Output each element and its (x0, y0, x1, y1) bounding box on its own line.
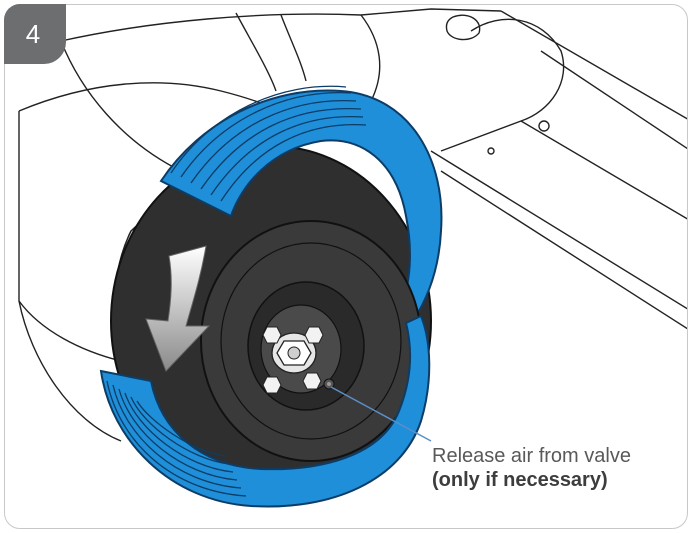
tire-tread-ring (220, 242, 402, 440)
hub (262, 326, 324, 394)
chassis-outline (18, 8, 687, 442)
callout-text-line2: (only if necessary) (432, 469, 608, 491)
valve-callout: Release air from valve (only if necessar… (432, 444, 682, 492)
step-number-badge: 4 (4, 4, 66, 64)
illustration-frame (4, 4, 688, 529)
tire-cover-bottom (99, 314, 431, 508)
down-curved-arrow-icon (145, 245, 211, 372)
wheel-illustration (18, 8, 687, 508)
callout-text-line1: Release air from valve (432, 445, 631, 467)
tire-cover-ribs-top (170, 85, 367, 202)
tire-cover-ribs-bottom (106, 380, 247, 497)
callout-line (330, 386, 432, 442)
